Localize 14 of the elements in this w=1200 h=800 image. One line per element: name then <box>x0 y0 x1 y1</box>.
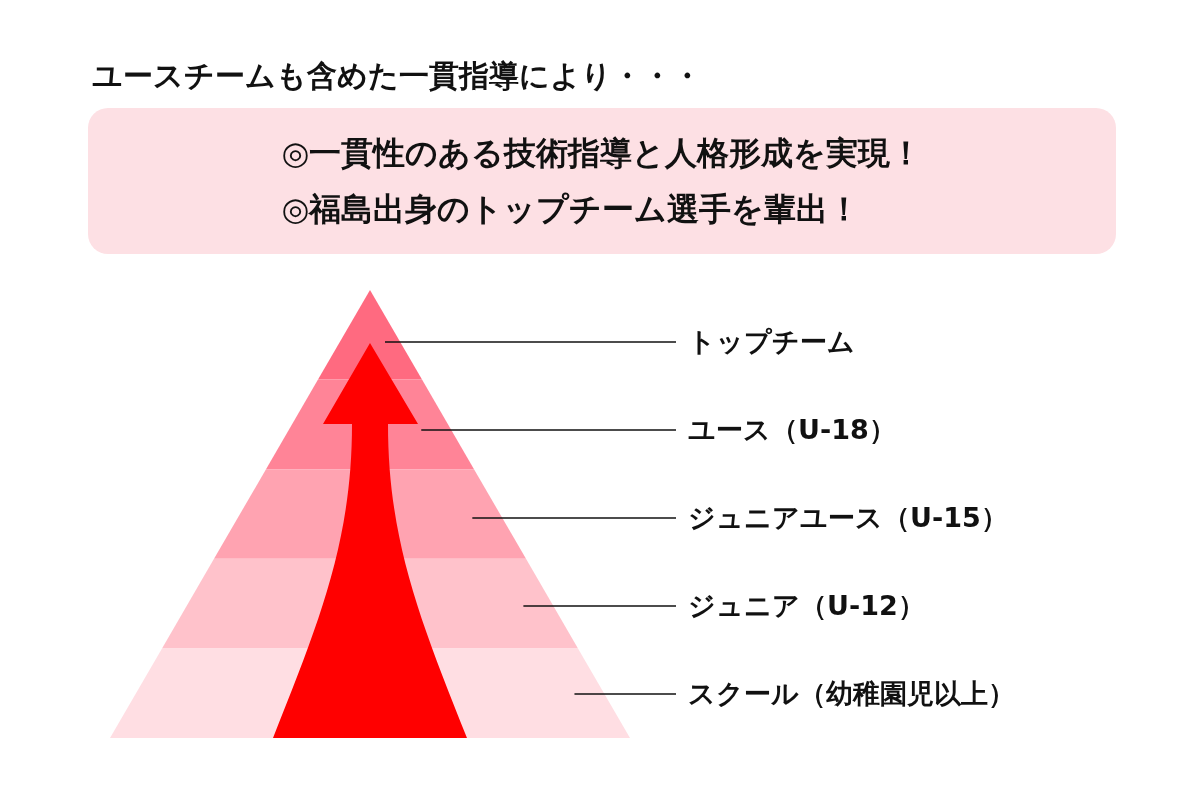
leader-line <box>573 693 677 695</box>
key-point: ◎一貫性のある技術指導と人格形成を実現！ <box>281 133 923 174</box>
tier-label: スクール（幼稚園児以上） <box>688 677 1015 711</box>
tier-label: ジュニアユース（U-15） <box>688 501 1008 535</box>
heading: ユースチームも含めた一貫指導により・・・ <box>92 57 702 95</box>
tier-label: トップチーム <box>688 325 855 359</box>
leader-line <box>522 605 677 607</box>
message-panel <box>88 108 1116 254</box>
leader-line <box>384 341 677 343</box>
leader-line <box>420 429 677 431</box>
leader-line <box>471 517 677 519</box>
tier-label: ユース（U-18） <box>688 413 896 447</box>
key-point: ◎福島出身のトップチーム選手を輩出！ <box>281 189 862 230</box>
tier-label: ジュニア（U-12） <box>688 589 925 623</box>
